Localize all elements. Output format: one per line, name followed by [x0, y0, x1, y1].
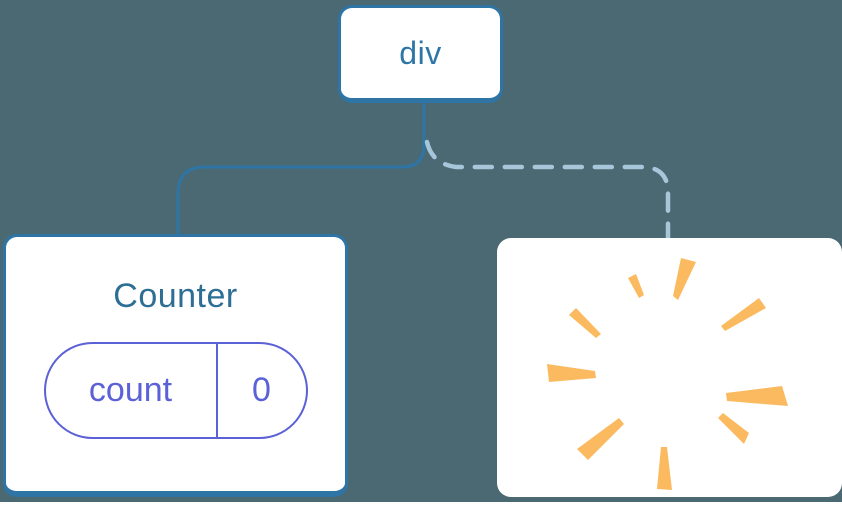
root-div-label: div — [399, 34, 442, 71]
edge-solid-kept-child — [176, 101, 426, 238]
counter-component-card: Counter count 0 — [3, 234, 348, 497]
poof-ray — [718, 413, 749, 444]
bottom-white-edge — [0, 502, 842, 505]
poof-ray — [547, 364, 596, 382]
poof-ray — [721, 298, 766, 331]
state-key-label: count — [46, 344, 218, 437]
poof-ray — [673, 258, 696, 300]
root-div-node: div — [338, 5, 503, 103]
state-value-label: 0 — [252, 371, 271, 409]
poof-ray — [577, 418, 624, 460]
poof-ray — [657, 447, 672, 490]
poof-starburst-icon — [547, 258, 788, 490]
state-pill: count 0 — [43, 342, 308, 439]
removed-component-card — [497, 238, 842, 497]
poof-ray — [569, 308, 601, 338]
counter-title: Counter — [113, 277, 238, 315]
poof-ray — [628, 274, 644, 298]
poof-ray — [726, 386, 788, 406]
edge-dashed-removed-child — [424, 139, 671, 241]
